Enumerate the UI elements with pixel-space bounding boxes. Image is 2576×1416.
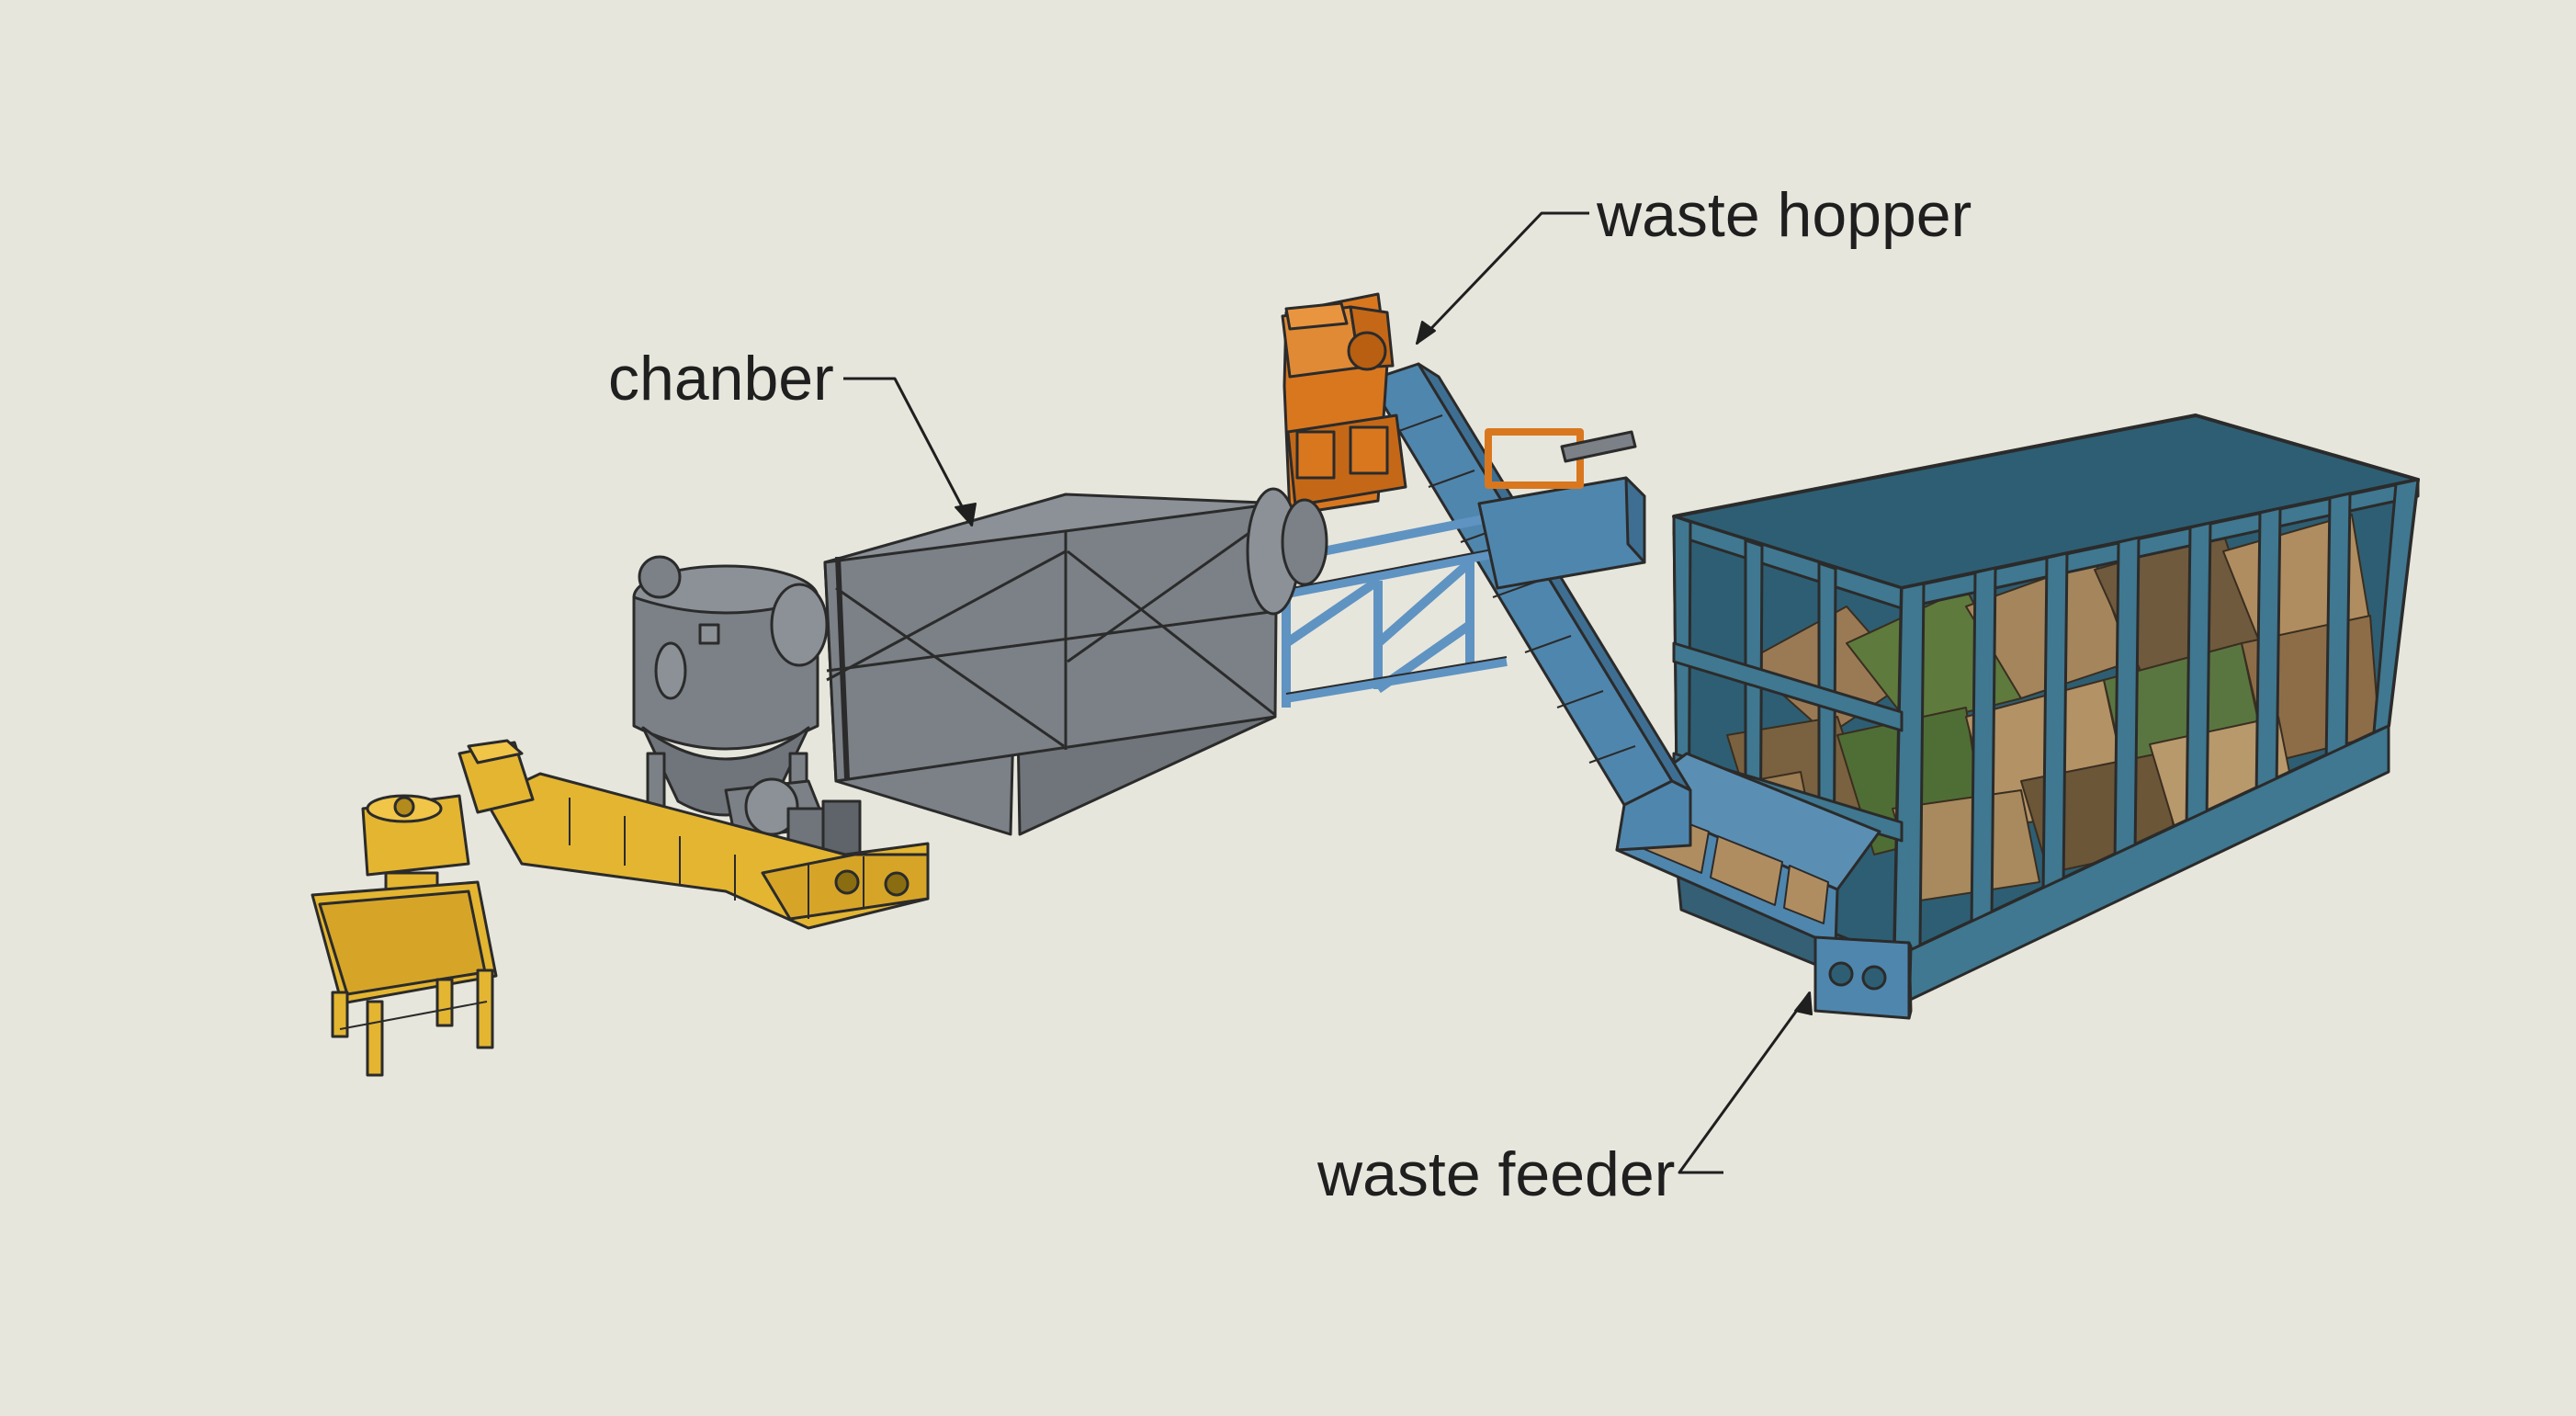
- ash-handling-unit: [311, 739, 930, 1077]
- arrow-hopper: [1416, 321, 1436, 345]
- arrow-chamber: [955, 503, 977, 527]
- waste-container: [1672, 413, 2420, 1003]
- leader-chamber: [843, 377, 974, 527]
- chamber-label: chanber: [608, 344, 834, 413]
- support-frame: [1267, 510, 1508, 708]
- arrow-feeder: [1794, 991, 1813, 1015]
- leader-arrowheads: [955, 321, 1813, 1015]
- leader-hopper: [1415, 211, 1589, 346]
- secondary-tank: [632, 555, 862, 893]
- feed-duct: [1477, 428, 1646, 590]
- leader-lines: [843, 211, 1812, 1174]
- waste-feeder-label: waste feeder: [1317, 1139, 1676, 1209]
- leader-feeder: [1678, 991, 1812, 1174]
- waste-hopper: [1281, 292, 1407, 516]
- chamber: [823, 487, 1328, 836]
- waste-hopper-label: waste hopper: [1597, 180, 1972, 250]
